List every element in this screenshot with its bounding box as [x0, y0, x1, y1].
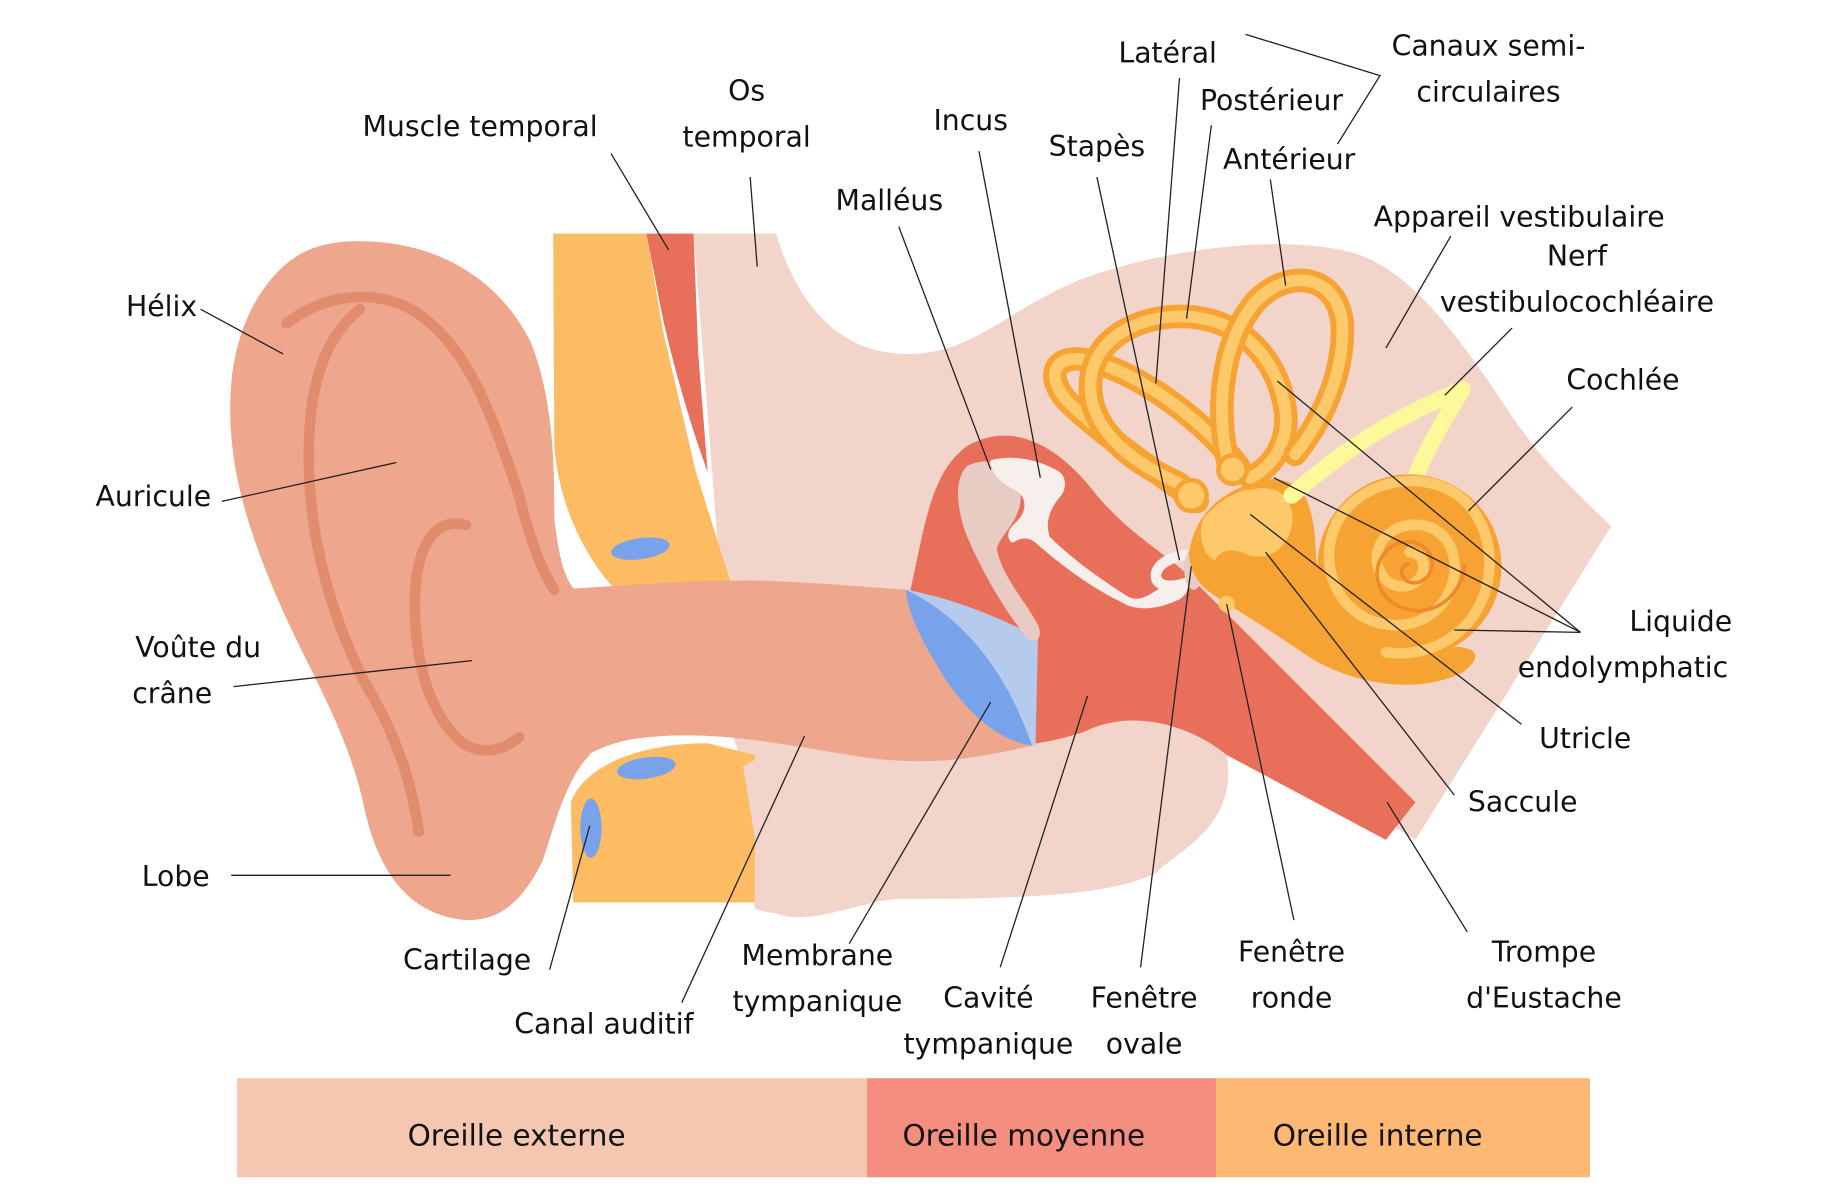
label-fenetre-ronde-line2: ronde [1251, 981, 1333, 1014]
leader-lateral [1155, 77, 1181, 384]
concha-fold [409, 518, 525, 756]
leader-fenetre-ronde [1226, 603, 1295, 921]
posterior-canal-lumen [1084, 310, 1292, 490]
leader-canal [681, 735, 805, 1003]
label-canal-auditif: Canal auditif [514, 1007, 694, 1040]
temporal-muscle [646, 233, 708, 472]
leader-posterieur [1185, 125, 1212, 319]
label-helix: Hélix [126, 290, 197, 323]
leader-anterieur [1269, 179, 1287, 286]
label-lobe: Lobe [142, 860, 210, 893]
leader-liquide-2 [1273, 477, 1581, 633]
legend-label-middle: Oreille moyenne [902, 1118, 1145, 1152]
legend-label-inner: Oreille interne [1273, 1118, 1483, 1152]
malleus-bone [958, 461, 1040, 641]
ear-canal [542, 580, 1033, 779]
auricle [230, 241, 590, 921]
leader-auricule [221, 461, 397, 503]
leader-membrane [848, 701, 992, 945]
label-cavite-line1: Cavité [943, 981, 1033, 1014]
helix-fold [281, 291, 560, 596]
cartilage-upper [553, 233, 732, 588]
label-membrane-line1: Membrane [742, 939, 894, 972]
label-stapes: Stapès [1049, 130, 1146, 163]
cochlea-spiral-dark [1375, 540, 1467, 613]
cartilage-lower [570, 743, 755, 903]
ampulla-2 [1216, 453, 1250, 487]
label-incus: Incus [933, 104, 1008, 137]
leader-lines [200, 33, 1581, 1003]
legend-middle [866, 1078, 1217, 1178]
label-saccule: Saccule [1468, 786, 1578, 819]
leader-voute [233, 660, 472, 688]
ampulla-1 [1173, 477, 1209, 514]
legend-label-external: Oreille externe [408, 1118, 626, 1152]
cochlea-spiral-light [1323, 475, 1495, 659]
leader-stapes [1096, 176, 1181, 561]
legend-inner [1216, 1078, 1590, 1178]
leader-muscle [610, 153, 670, 251]
label-voute-line2: crâne [132, 677, 212, 710]
leader-helix [200, 308, 284, 355]
label-nerf-line2: vestibulocochléaire [1440, 286, 1714, 319]
leader-liquide-1 [1276, 380, 1581, 633]
label-liquide-line1: Liquide [1629, 605, 1732, 638]
label-canaux-line1: Canaux semi- [1392, 30, 1586, 63]
label-cartilage: Cartilage [403, 944, 531, 977]
labels: Hélix Auricule Voûte du crâne Lobe Carti… [96, 30, 1733, 1061]
leader-canaux [1245, 33, 1381, 145]
anterior-canal-lumen [1216, 274, 1349, 472]
legend-external [237, 1078, 867, 1178]
label-canaux-line2: circulaires [1416, 76, 1560, 109]
vestibulocochlear-nerve [1283, 381, 1471, 504]
leader-saccule [1265, 551, 1455, 796]
label-fenetre-ovale-line2: ovale [1106, 1027, 1183, 1060]
label-liquide-line2: endolymphatic [1518, 651, 1729, 684]
leader-cochlee [1468, 406, 1573, 512]
leader-cavite [999, 695, 1089, 968]
label-posterieur: Postérieur [1200, 84, 1343, 117]
legend: Oreille externe Oreille moyenne Oreille … [237, 1078, 1590, 1178]
tympanic-membrane-dark [905, 589, 1033, 746]
label-os-line1: Os [728, 74, 765, 107]
leader-malleus [898, 226, 992, 470]
vessel-1 [611, 537, 670, 560]
label-os-line2: temporal [683, 120, 811, 153]
label-appareil-vestibulaire: Appareil vestibulaire [1374, 201, 1665, 234]
label-voute-line1: Voûte du [135, 631, 261, 664]
antihelix-fold [303, 303, 425, 837]
label-muscle-temporal: Muscle temporal [363, 110, 598, 143]
label-fenetre-ovale-line1: Fenêtre [1091, 981, 1198, 1014]
vessel-2 [617, 756, 676, 780]
temporal-bone-lower [743, 718, 1218, 918]
leader-appareil [1385, 235, 1452, 349]
leader-cartilage [549, 825, 591, 970]
label-nerf-line1: Nerf [1547, 240, 1608, 273]
label-anterieur: Antérieur [1223, 143, 1356, 176]
label-cochlee: Cochlée [1566, 363, 1679, 396]
semicircular-canals [1043, 268, 1355, 514]
label-cavite-line2: tympanique [904, 1027, 1074, 1060]
leader-fenetre-ovale [1139, 566, 1192, 968]
leader-trompe [1386, 801, 1468, 933]
label-auricule: Auricule [96, 480, 212, 513]
label-trompe-line1: Trompe [1491, 935, 1596, 968]
label-membrane-line2: tympanique [732, 985, 902, 1018]
label-lateral: Latéral [1118, 37, 1216, 70]
incus-bone [990, 457, 1188, 609]
label-trompe-line2: d'Eustache [1466, 981, 1622, 1014]
leader-liquide-3 [1454, 629, 1581, 633]
round-window [1218, 595, 1235, 613]
label-utricle: Utricle [1539, 722, 1631, 755]
leader-os [749, 177, 758, 267]
label-malleus: Malléus [836, 184, 944, 217]
stapes-bone [1150, 549, 1203, 592]
vestibule-inner [1200, 488, 1293, 561]
label-fenetre-ronde-line1: Fenêtre [1238, 935, 1345, 968]
leader-utricle [1249, 513, 1522, 725]
leader-incus [978, 150, 1041, 478]
leader-nerf [1444, 327, 1513, 396]
